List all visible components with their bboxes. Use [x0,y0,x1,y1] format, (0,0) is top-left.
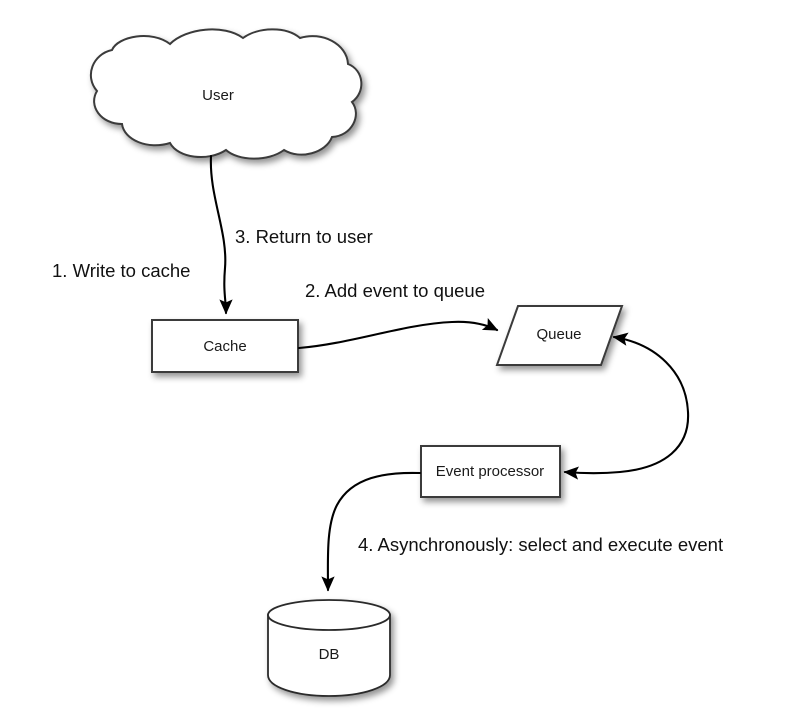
edge-event-processor-to-db [321,471,422,592]
edge-user-to-cache [209,154,233,315]
node-cache-label: Cache [203,338,246,355]
node-queue[interactable]: Queue [495,305,624,366]
node-queue-label: Queue [536,326,581,343]
step-label-1-write-to-cache: 1. Write to cache [52,260,190,281]
event-processor-box-shape [420,445,561,498]
edge-cache-to-queue [297,317,499,350]
db-cylinder-top [267,599,391,631]
db-cylinder-body [267,614,391,697]
node-db-label: DB [319,646,340,663]
node-db[interactable]: DB [267,599,391,697]
step-label-4-async-select-execute: 4. Asynchronously: select and execute ev… [358,534,723,555]
user-cloud-shape [90,28,363,160]
node-event-processor-label: Event processor [436,463,544,480]
node-user[interactable]: User [90,28,363,160]
step-label-3-return-to-user: 3. Return to user [235,226,373,247]
node-user-label: User [202,87,234,104]
step-label-2-add-event-to-queue: 2. Add event to queue [305,280,485,301]
edge-queue-event-processor [563,332,690,480]
node-cache[interactable]: Cache [151,319,299,373]
node-event-processor[interactable]: Event processor [420,445,561,498]
cache-box-shape [151,319,299,373]
